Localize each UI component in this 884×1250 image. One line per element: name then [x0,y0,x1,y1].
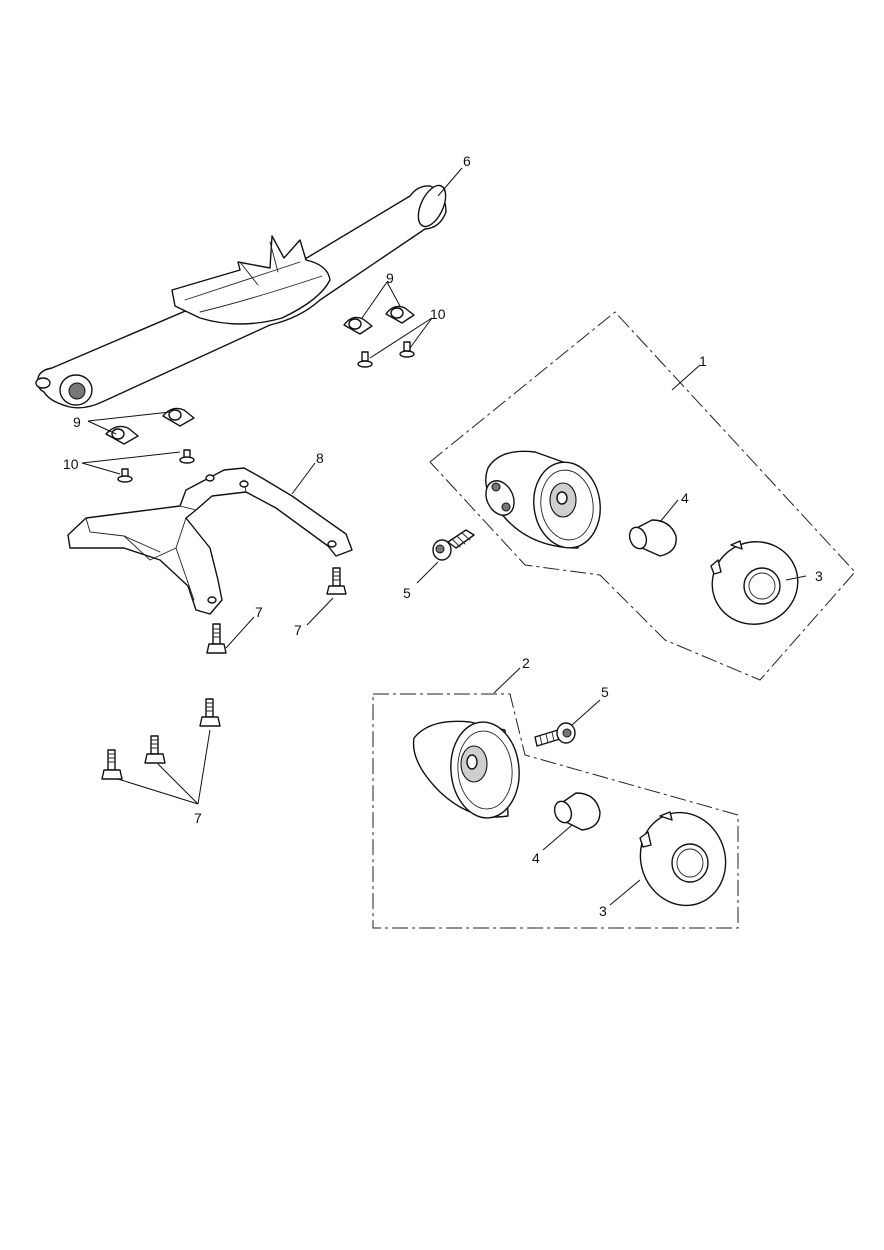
callout-9-lower: 9 [73,414,81,430]
part-10-screws-lower [117,449,195,483]
indicator-body-upper [485,450,601,549]
callout-labels: 6 9 10 9 10 8 1 4 3 5 7 7 7 2 5 4 3 [63,153,823,919]
callout-1: 1 [699,353,707,369]
assembly-2-boundary [372,693,739,929]
callout-10-lower: 10 [63,456,79,472]
part-10-screws-upper [357,341,415,368]
callout-5-lower: 5 [601,684,609,700]
bulb-upper [628,519,677,557]
part-9-clips-upper [343,305,415,335]
part-7-bolt-e [101,749,123,780]
callout-7-a: 7 [255,604,263,620]
indicator-body-lower [412,720,520,819]
bulb-lower [553,792,601,831]
callout-9-upper: 9 [386,270,394,286]
callout-8: 8 [316,450,324,466]
callout-7-b: 7 [294,622,302,638]
callout-4-lower: 4 [532,850,540,866]
part-6-rear-tube [35,184,447,409]
leader-lines [81,167,807,906]
callout-10-upper: 10 [430,306,446,322]
part-7-bolt-a [326,567,347,595]
part-8-bracket [67,467,353,615]
screw-5-lower [534,722,576,747]
callout-5-upper: 5 [403,585,411,601]
part-7-bolt-d [144,735,166,764]
callout-7-c: 7 [194,810,202,826]
screw-5-upper [432,529,475,561]
part-7-bolt-c [199,698,221,727]
callout-2: 2 [522,655,530,671]
part-7-bolt-b [206,623,227,654]
lens-lower [639,811,727,907]
callout-3-lower: 3 [599,903,607,919]
callout-3-upper: 3 [815,568,823,584]
callout-4-upper: 4 [681,490,689,506]
assembly-1-boundary [429,311,856,681]
callout-6: 6 [463,153,471,169]
lens-upper [710,540,799,625]
